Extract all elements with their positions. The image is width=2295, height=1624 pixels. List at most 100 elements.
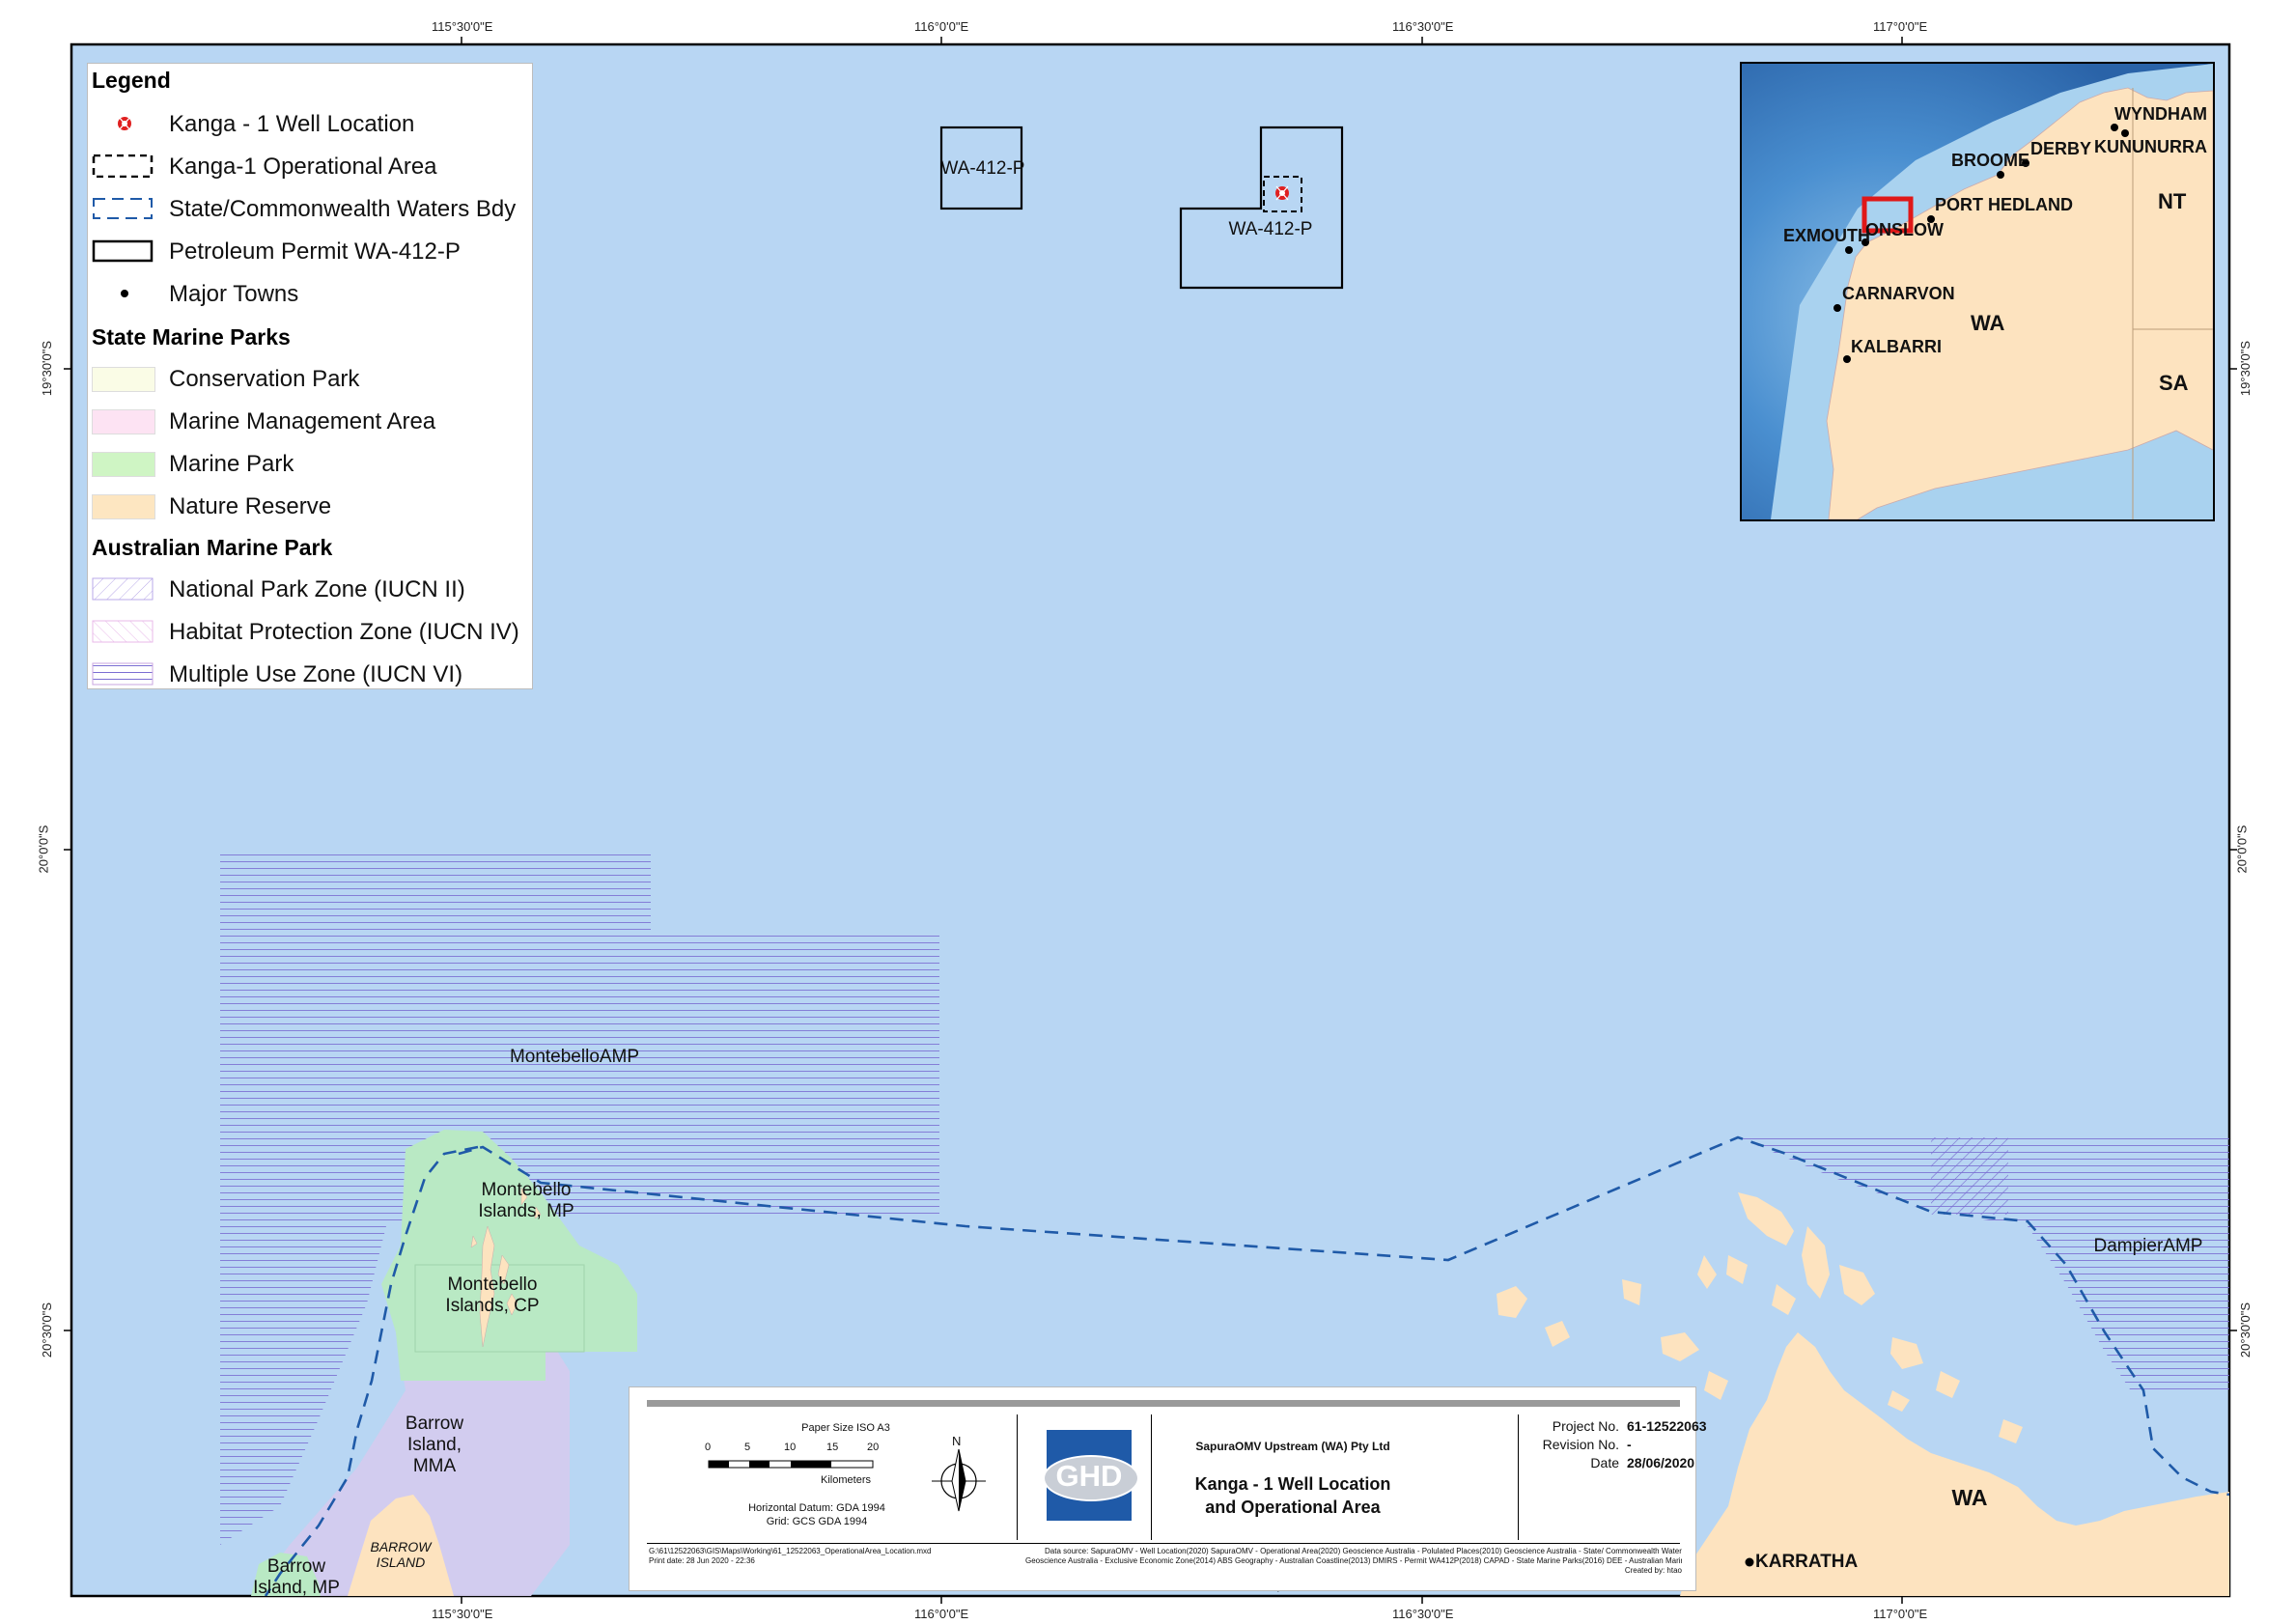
- project-label: Project No.: [1552, 1418, 1619, 1434]
- lon-label-bottom-3: 116°30'0"E: [1392, 1607, 1454, 1621]
- ghd-logo-text: GHD: [1055, 1459, 1123, 1493]
- scale-tick-15: 15: [826, 1442, 839, 1453]
- kanga-1-operational-area: [1263, 176, 1302, 212]
- permit-wa-412-p-west: [939, 126, 1023, 210]
- legend-heading-amp: Australian Marine Park: [92, 535, 333, 560]
- legend-label-mma: Marine Management Area: [169, 408, 436, 434]
- legend-item-well: Kanga - 1 Well Location: [88, 110, 530, 139]
- created-by: Created by: htao: [1624, 1566, 1682, 1575]
- lon-label-top-4: 117°0'0"E: [1873, 19, 1928, 34]
- dampier-amp-zone: [1738, 1137, 2229, 1395]
- lat-label-right-2: 20°0'0"S: [2234, 825, 2250, 874]
- revision-value: -: [1627, 1437, 1632, 1452]
- inset-label-kalbarri: KALBARRI: [1851, 337, 1942, 356]
- inset-label-port-hedland: PORT HEDLAND: [1935, 195, 2073, 214]
- label-montebello-cp: Montebello Islands, CP: [445, 1274, 540, 1316]
- lon-label-top-3: 116°30'0"E: [1392, 19, 1454, 34]
- inset-label-nt: NT: [2158, 189, 2187, 213]
- legend-item-multiple-use-zone: Multiple Use Zone (IUCN VI): [88, 660, 530, 689]
- lat-label-left-1: 19°30'0"S: [40, 340, 55, 397]
- legend-label-habitat-zone: Habitat Protection Zone (IUCN IV): [169, 619, 519, 645]
- map-title-line2: and Operational Area: [1205, 1498, 1381, 1517]
- waters-boundary-west: [264, 1145, 479, 1596]
- map-title-line1: Kanga - 1 Well Location: [1194, 1474, 1391, 1494]
- graticule-ticks: [64, 37, 2237, 1604]
- legend-item-conservation-park: Conservation Park: [88, 365, 530, 394]
- legend-title: Legend: [92, 68, 171, 93]
- scale-units: Kilometers: [821, 1474, 871, 1486]
- project-value: 61-12522063: [1627, 1418, 1707, 1434]
- inset-label-onslow: ONSLOW: [1865, 220, 1944, 239]
- swatch-multiple-use-zone: [92, 662, 154, 686]
- barrow-island-mp: [251, 1553, 321, 1596]
- lon-label-top-2: 116°0'0"E: [914, 19, 969, 34]
- client-name: SapuraOMV Upstream (WA) Pty Ltd: [1195, 1440, 1390, 1453]
- label-karratha: KARRATHA: [1755, 1552, 1859, 1572]
- black-outline-box-icon: [92, 239, 154, 263]
- legend-label-waters-boundary: State/Commonwealth Waters Bdy: [169, 196, 517, 222]
- legend-item-national-park-zone: National Park Zone (IUCN II): [88, 575, 530, 604]
- legend-heading-state: State Marine Parks: [92, 324, 291, 350]
- legend-panel: Legend Kanga - 1 Well Location Kanga-1 O…: [87, 63, 533, 689]
- inset-label-wyndham: WYNDHAM: [2114, 104, 2207, 124]
- data-source-2: Geoscience Australia - Exclusive Economi…: [1025, 1556, 1682, 1565]
- blue-dashed-line-icon: [93, 198, 153, 219]
- legend-item-marine-park: Marine Park: [88, 450, 530, 479]
- inset-label-sa: SA: [2159, 371, 2189, 395]
- label-barrow-island: BARROW ISLAND: [370, 1539, 432, 1570]
- swatch-nature-reserve: [92, 494, 155, 519]
- legend-item-towns: Major Towns: [88, 280, 530, 309]
- black-dot-icon: [121, 290, 128, 297]
- legend-label-permit: Petroleum Permit WA-412-P: [169, 238, 461, 265]
- grid-system: Grid: GCS GDA 1994: [766, 1516, 868, 1527]
- label-montebello-amp: MontebelloAMP: [509, 1047, 640, 1067]
- legend-label-multiple-use-zone: Multiple Use Zone (IUCN VI): [169, 661, 463, 687]
- inset-label-kununurra: KUNUNURRA: [2094, 137, 2207, 156]
- north-label: N: [952, 1434, 962, 1448]
- scale-tick-5: 5: [744, 1442, 751, 1453]
- legend-item-nature-reserve: Nature Reserve: [88, 492, 530, 521]
- lon-label-bottom-2: 116°0'0"E: [914, 1607, 969, 1621]
- inset-label-broome: BROOME: [1951, 151, 2029, 170]
- label-permit-east: WA-412-P: [1228, 219, 1313, 239]
- legend-item-permit: Petroleum Permit WA-412-P: [88, 238, 530, 266]
- scale-bar: [708, 1460, 874, 1469]
- legend-item-mma: Marine Management Area: [88, 407, 530, 436]
- date-value: 28/06/2020: [1627, 1455, 1695, 1470]
- legend-label-nature-reserve: Nature Reserve: [169, 493, 332, 519]
- lon-label-top-1: 115°30'0"E: [432, 19, 493, 34]
- inset-label-carnarvon: CARNARVON: [1842, 284, 1955, 303]
- legend-item-operational-area: Kanga-1 Operational Area: [88, 153, 530, 182]
- swatch-habitat-zone: [92, 620, 154, 643]
- lat-label-right-3: 20°30'0"S: [2238, 1302, 2253, 1358]
- montebello-islands-land: [470, 1187, 542, 1348]
- barrow-island-land: [348, 1495, 454, 1596]
- legend-item-habitat-zone: Habitat Protection Zone (IUCN IV): [88, 618, 530, 647]
- lat-label-left-2: 20°0'0"S: [36, 825, 51, 874]
- legend-item-waters-boundary: State/Commonwealth Waters Bdy: [88, 195, 530, 224]
- label-montebello-mp: Montebello Islands, MP: [478, 1180, 574, 1221]
- legend-label-well: Kanga - 1 Well Location: [169, 111, 415, 137]
- date-label: Date: [1590, 1455, 1619, 1470]
- swatch-conservation-park: [92, 367, 155, 392]
- inset-canvas: [1742, 64, 2213, 519]
- inset-map: WYNDHAM KUNUNURRA BROOME DERBY PORT HEDL…: [1740, 62, 2215, 521]
- paper-size: Paper Size ISO A3: [801, 1422, 890, 1434]
- scale-tick-0: 0: [705, 1442, 712, 1453]
- revision-label: Revision No.: [1542, 1437, 1619, 1452]
- legend-label-marine-park: Marine Park: [169, 451, 294, 477]
- ghd-logo: GHD: [1043, 1430, 1139, 1521]
- title-block-bar: [647, 1400, 1680, 1407]
- data-source-1: Data source: SapuraOMV - Well Location(2…: [1045, 1547, 1682, 1555]
- montebello-amp-zone: [220, 850, 939, 1226]
- file-path: G:\61\12522063\GIS\Maps\Working\61_12522…: [649, 1547, 932, 1555]
- horizontal-datum: Horizontal Datum: GDA 1994: [748, 1502, 885, 1514]
- mainland: [1680, 1332, 2229, 1596]
- lon-label-bottom-4: 117°0'0"E: [1873, 1607, 1928, 1621]
- kanga-1-well-location-icon[interactable]: [1275, 185, 1289, 201]
- label-barrow-mp: Barrow Island, MP: [253, 1556, 340, 1598]
- inset-label-exmouth: EXMOUTH: [1783, 226, 1870, 245]
- inset-label-wa: WA: [1971, 311, 2005, 335]
- label-wa-mainland: WA: [1951, 1485, 1988, 1510]
- print-date: Print date: 28 Jun 2020 - 22:36: [649, 1556, 755, 1565]
